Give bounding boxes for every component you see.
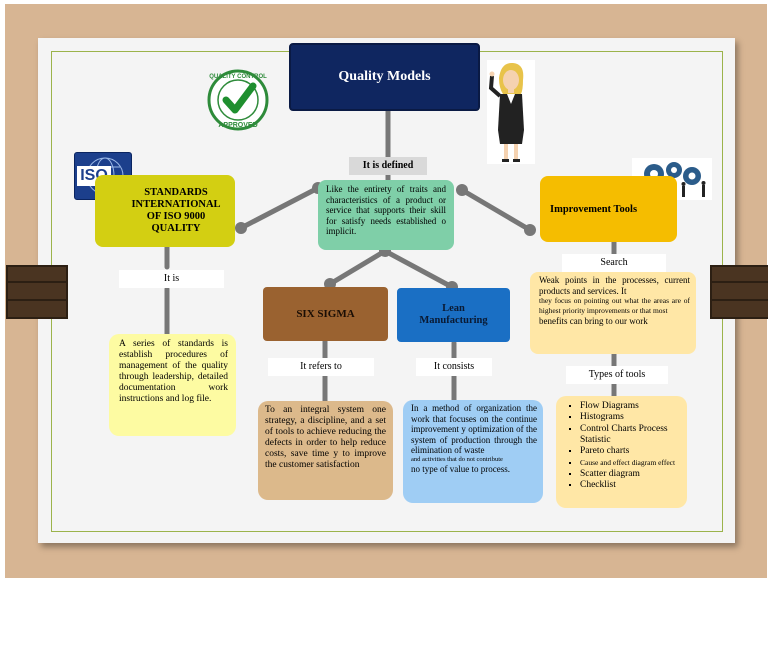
label-it-consists: It consists <box>416 358 492 376</box>
lean-description-box: In a method of organization the work tha… <box>403 400 543 503</box>
lean-description-text: In a method of organization the work tha… <box>411 403 537 455</box>
standards-title: STANDARDS INTERNATIONAL OF ISO 9000 QUAL… <box>131 187 221 234</box>
tool-item: Checklist <box>580 480 681 491</box>
left-clip <box>6 265 68 319</box>
lean-description-small-text: and activities that do not contribute <box>411 455 503 463</box>
label-text: Types of tools <box>588 369 646 380</box>
tools-list: Flow Diagrams Histograms Control Charts … <box>568 401 681 491</box>
title-box: Quality Models <box>289 43 480 111</box>
improvement-description-text-b: they focus on pointing out what the area… <box>539 296 690 315</box>
standards-box: STANDARDS INTERNATIONAL OF ISO 9000 QUAL… <box>95 175 235 247</box>
page-title: Quality Models <box>338 69 431 84</box>
improvement-description-box: Weak points in the processes, current pr… <box>530 272 696 354</box>
improvement-tools-box: Improvement Tools <box>540 176 677 242</box>
six-sigma-box: SIX SIGMA <box>263 287 388 341</box>
improvement-description-text-a: Weak points in the processes, current pr… <box>539 275 690 296</box>
tool-item: Pareto charts <box>580 446 681 457</box>
label-text: It is defined <box>362 160 414 171</box>
label-text: It consists <box>433 361 475 372</box>
standards-description-box: A series of standards is establish proce… <box>109 334 236 436</box>
connector-dot <box>235 222 247 234</box>
tool-item: Scatter diagram <box>580 469 681 480</box>
connector-dot <box>456 184 468 196</box>
label-search: Search <box>562 254 666 272</box>
label-text: Search <box>600 257 628 268</box>
label-it-refers-to: It refers to <box>268 358 374 376</box>
tool-item: Histograms <box>580 412 681 423</box>
improvement-description-text-c: benefits can bring to our work <box>539 316 648 326</box>
standards-description-text: A series of standards is establish proce… <box>119 339 228 404</box>
label-it-is: It is <box>119 270 224 288</box>
connector-dot <box>524 224 536 236</box>
six-sigma-title: SIX SIGMA <box>296 308 355 320</box>
lean-description-text-end: no type of value to process. <box>411 463 510 474</box>
quality-control-approved-stamp: QUALITY CONTROL APPROVED <box>207 69 269 131</box>
tool-item: Flow Diagrams <box>580 401 681 412</box>
center-definition-box: Like the entirety of traits and characte… <box>318 180 454 250</box>
tool-item: Cause and effect diagram effect <box>580 457 681 468</box>
six-sigma-description-box: To an integral system one strategy, a di… <box>258 401 393 500</box>
stamp-bottom-text: APPROVED <box>218 122 257 129</box>
label-text: It refers to <box>300 361 342 372</box>
right-clip <box>710 265 768 319</box>
label-text: It is <box>163 273 180 284</box>
lean-title: Lean Manufacturing <box>419 303 488 326</box>
label-it-is-defined: It is defined <box>349 157 427 175</box>
lean-manufacturing-box: Lean Manufacturing <box>397 288 510 342</box>
six-sigma-description-text: To an integral system one strategy, a di… <box>265 405 386 470</box>
tools-list-box: Flow Diagrams Histograms Control Charts … <box>556 396 687 508</box>
label-types-of-tools: Types of tools <box>566 366 668 384</box>
woman-illustration <box>487 60 535 164</box>
tool-item: Control Charts Process Statistic <box>580 424 681 447</box>
stamp-top-text: QUALITY CONTROL <box>209 74 267 80</box>
improvement-title: Improvement Tools <box>550 203 638 215</box>
center-definition-text: Like the entirety of traits and characte… <box>326 184 446 236</box>
